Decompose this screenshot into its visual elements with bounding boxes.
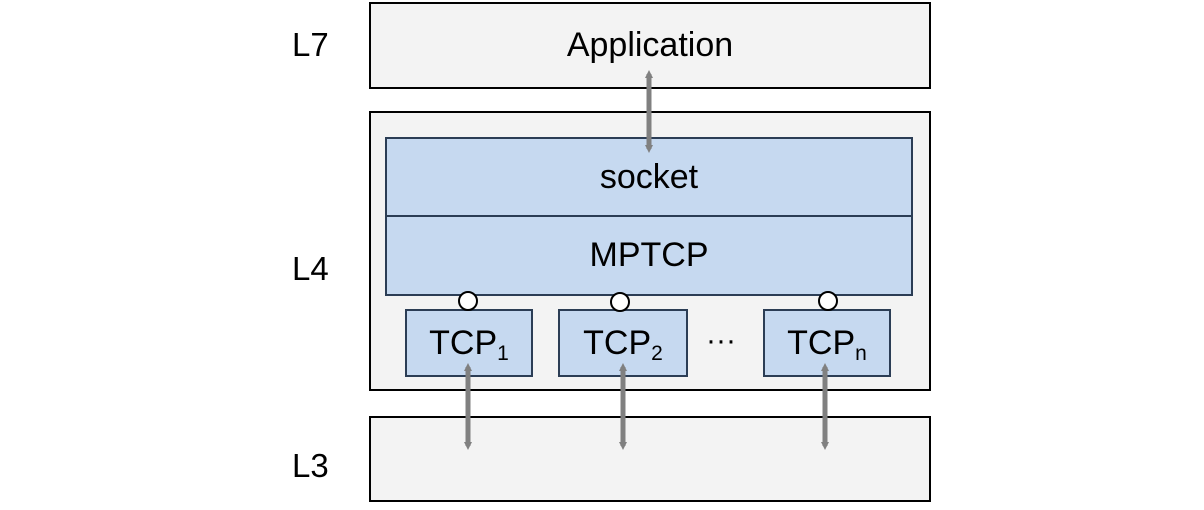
tcp-subflow-2-label: TCP2 bbox=[583, 323, 663, 365]
connector-circle-1 bbox=[458, 291, 478, 311]
layer-label-l3: L3 bbox=[292, 447, 329, 484]
connector-circle-n bbox=[818, 291, 838, 311]
application-label: Application bbox=[566, 26, 734, 64]
mptcp-block: MPTCP bbox=[385, 215, 913, 296]
ellipsis: ··· bbox=[706, 324, 736, 357]
layer-label-l7: L7 bbox=[292, 26, 329, 63]
tcp-subflow-1-label: TCP1 bbox=[429, 323, 509, 365]
tcp-subflow-n-label: TCPn bbox=[787, 323, 867, 365]
mptcp-label: MPTCP bbox=[589, 236, 709, 274]
socket-label: socket bbox=[599, 157, 699, 196]
layer-label-l4: L4 bbox=[292, 250, 329, 287]
network-layer-box bbox=[369, 416, 931, 502]
connector-circle-2 bbox=[610, 292, 630, 312]
